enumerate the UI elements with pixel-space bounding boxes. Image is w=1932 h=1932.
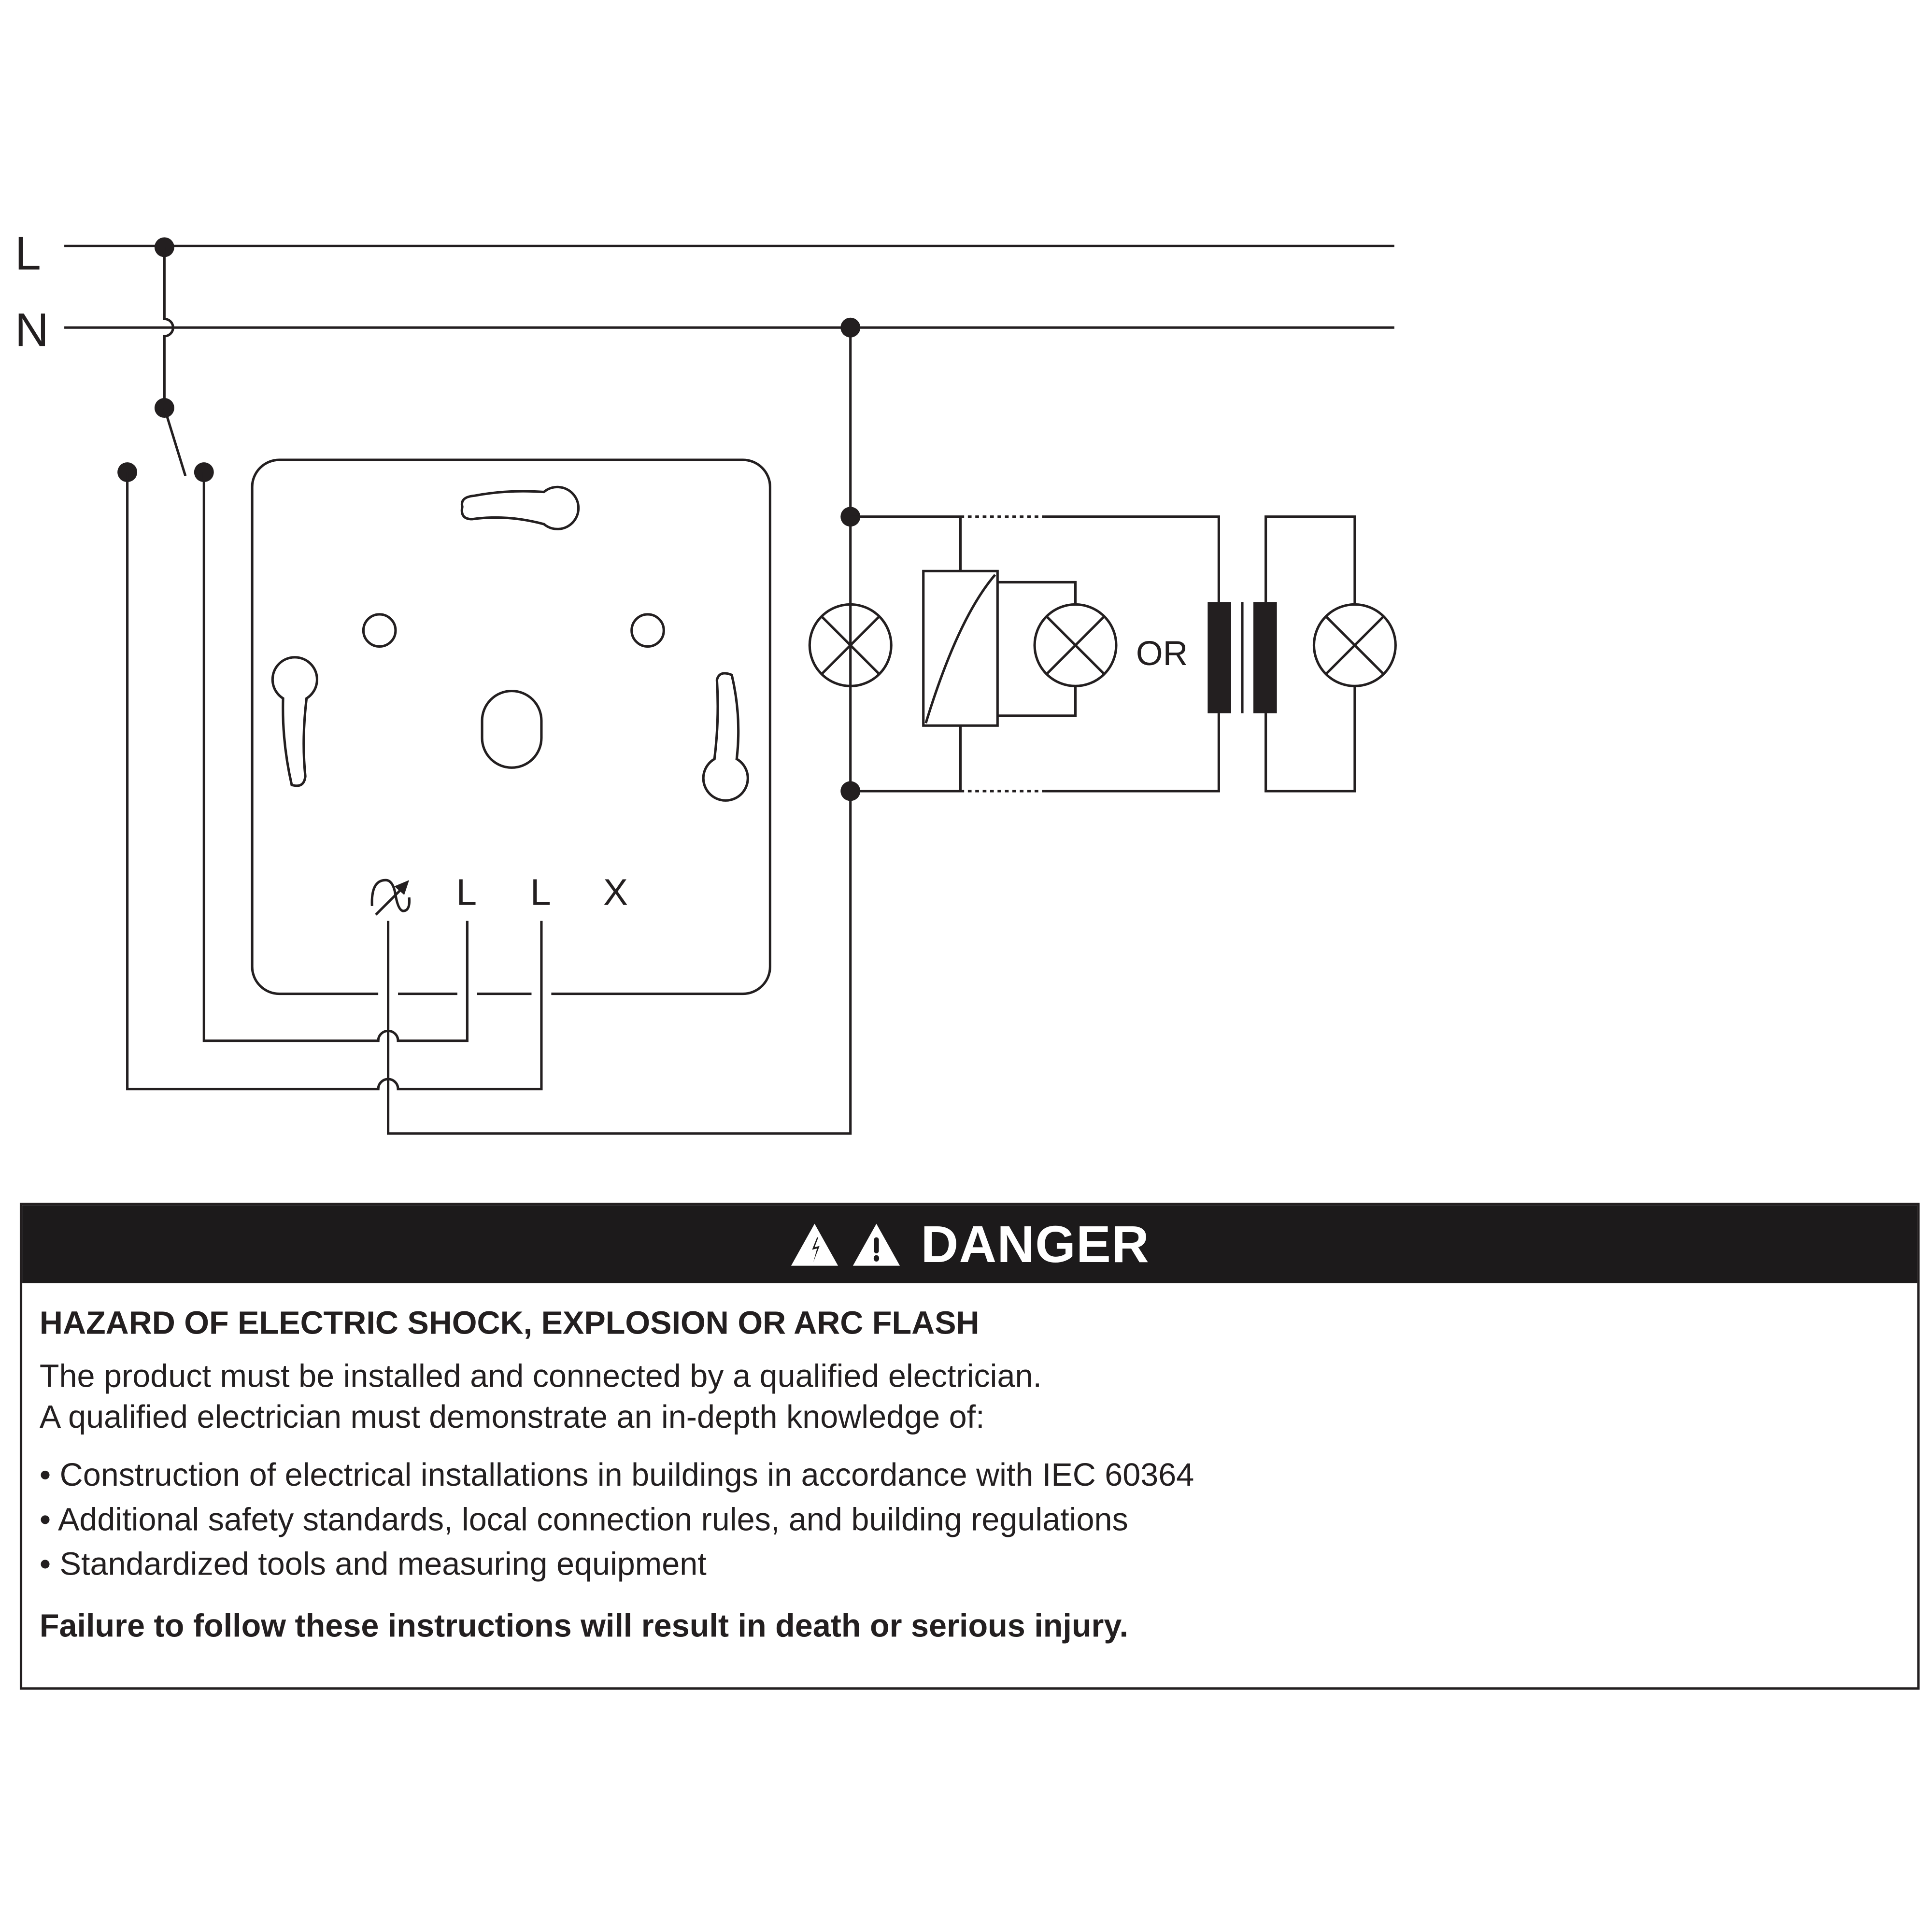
optional-connection bbox=[960, 515, 1045, 793]
terminal-label-l2: L bbox=[530, 872, 551, 913]
lamp-load bbox=[1312, 603, 1397, 687]
terminal-label-x: X bbox=[603, 872, 628, 913]
instruction-text: A qualified electrician must demonstrate… bbox=[39, 1398, 985, 1435]
screw-hole bbox=[362, 613, 397, 648]
wiring-diagram: L N L L X bbox=[15, 227, 1397, 1135]
mounting-slot-right bbox=[702, 672, 749, 802]
screw-hole bbox=[630, 613, 665, 648]
dimmer-output-wire bbox=[387, 327, 852, 1135]
danger-header: DANGER bbox=[22, 1205, 1918, 1283]
danger-title: DANGER bbox=[921, 1214, 1150, 1273]
list-item: Additional safety standards, local conne… bbox=[40, 1497, 1900, 1541]
wound-transformer bbox=[1208, 515, 1356, 793]
mounting-slot-left bbox=[271, 656, 318, 787]
load-bus-wires bbox=[850, 515, 1220, 793]
consequence-statement: Failure to follow these instructions wil… bbox=[39, 1606, 1128, 1644]
knob-spindle bbox=[481, 690, 543, 769]
switch-contact-dot bbox=[194, 462, 214, 483]
neutral-junction-dot bbox=[840, 317, 861, 338]
or-label: OR bbox=[1136, 634, 1188, 673]
terminal-label-l1: L bbox=[456, 872, 477, 913]
hazard-heading: HAZARD OF ELECTRIC SHOCK, EXPLOSION OR A… bbox=[39, 1304, 980, 1341]
switch-lever bbox=[163, 407, 187, 477]
wire-to-terminal-l2 bbox=[126, 472, 543, 1091]
mounting-slot-top bbox=[460, 485, 580, 530]
electric-shock-warning-icon bbox=[791, 1223, 838, 1265]
general-warning-icon bbox=[852, 1223, 900, 1265]
danger-notice: DANGER HAZARD OF ELECTRIC SHOCK, EXPLOSI… bbox=[19, 1203, 1920, 1690]
list-item: Standardized tools and measuring equipme… bbox=[40, 1541, 1900, 1586]
neutral-label: N bbox=[15, 304, 49, 356]
wire-to-terminal-l1 bbox=[202, 472, 469, 1042]
dimmer-insert: L L X bbox=[251, 458, 771, 995]
dimmer-output-icon bbox=[370, 879, 411, 916]
lamp-load bbox=[808, 603, 893, 687]
instruction-text: The product must be installed and connec… bbox=[39, 1357, 1042, 1394]
switch-contact-dot bbox=[117, 462, 138, 483]
electronic-transformer bbox=[922, 516, 1077, 791]
phase-drop-wire bbox=[163, 247, 174, 408]
knowledge-list: Construction of electrical installations… bbox=[40, 1452, 1900, 1586]
lamp-load bbox=[1033, 603, 1118, 687]
phase-label: L bbox=[15, 227, 41, 280]
list-item: Construction of electrical installations… bbox=[40, 1452, 1900, 1497]
danger-body: HAZARD OF ELECTRIC SHOCK, EXPLOSION OR A… bbox=[22, 1283, 1917, 1666]
